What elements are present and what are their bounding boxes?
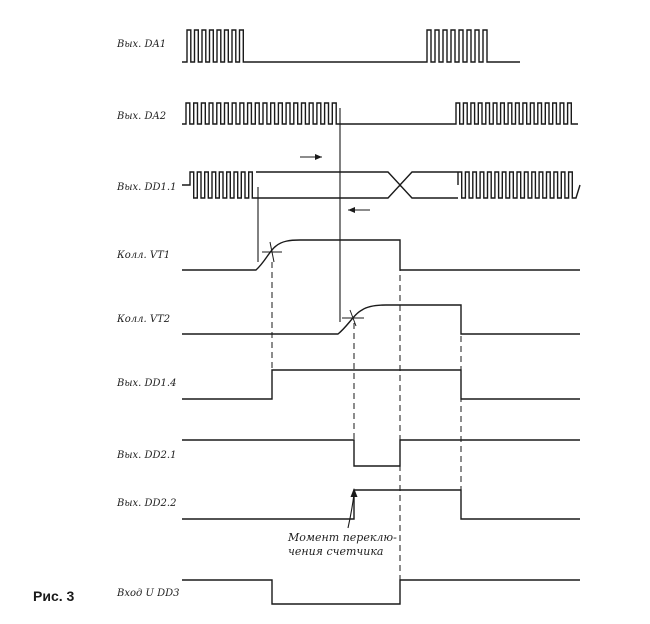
switch-moment-arrow-icon <box>347 488 358 529</box>
label-dd14: Вых. DD1.4 <box>116 378 176 389</box>
label-dd3: Вход U DD3 <box>116 588 180 599</box>
label-dd11: Вых. DD1.1 <box>116 182 176 193</box>
label-dd22: Вых. DD2.2 <box>116 498 176 509</box>
annotation-line-2: чения счетчика <box>288 545 383 558</box>
waveform-da2 <box>182 102 578 125</box>
annotation-line-1: Момент переклю- <box>287 531 397 544</box>
waveform-dd3 <box>182 579 580 605</box>
label-vt2: Колл. VT2 <box>116 314 170 325</box>
threshold-mark-vt2 <box>342 309 364 327</box>
waveform-vt2 <box>182 304 580 335</box>
waveform-dd14 <box>182 369 580 400</box>
label-dd21: Вых. DD2.1 <box>116 450 176 461</box>
label-vt1: Колл. VT1 <box>116 250 170 261</box>
figure-caption: Рис. 3 <box>33 588 75 604</box>
waveform-dd22 <box>182 489 580 520</box>
arrow-left-icon <box>348 207 370 213</box>
arrow-right-icon <box>300 154 322 160</box>
label-da1: Вых. DA1 <box>116 39 166 50</box>
waveform-vt1 <box>182 239 580 271</box>
waveform-da1 <box>182 29 520 63</box>
threshold-mark-vt1 <box>262 241 282 263</box>
waveform-dd21 <box>182 439 580 467</box>
label-da2: Вых. DA2 <box>116 111 166 122</box>
waveform-dd11 <box>182 171 581 199</box>
